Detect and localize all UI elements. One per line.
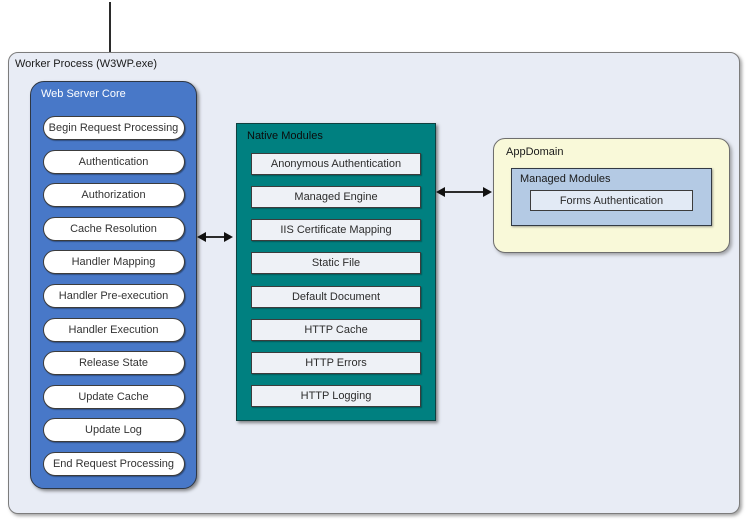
- appdomain-label: AppDomain: [506, 146, 564, 158]
- pipeline-stage: Handler Execution: [42, 317, 185, 342]
- appdomain-box: AppDomain Managed Modules Forms Authenti…: [493, 138, 730, 253]
- arrow-line: [109, 2, 111, 71]
- arrow-left-head-icon: [197, 232, 206, 242]
- pipeline-stage: Cache Resolution: [42, 216, 185, 241]
- native-module-item: Anonymous Authentication: [251, 153, 421, 175]
- pipeline-stage: Authorization: [42, 183, 185, 208]
- pipeline-stage: Update Cache: [42, 384, 185, 409]
- pipeline-stage: Update Log: [42, 418, 185, 443]
- worker-process-box: Worker Process (W3WP.exe) Web Server Cor…: [8, 52, 740, 514]
- pipeline-stage: Handler Mapping: [42, 250, 185, 275]
- web-server-core-label: Web Server Core: [41, 88, 126, 100]
- arrow-line: [445, 191, 483, 193]
- managed-modules-label: Managed Modules: [520, 173, 611, 185]
- managed-modules-box: Managed Modules Forms Authentication: [511, 168, 712, 226]
- arrow-right-head-icon: [224, 232, 233, 242]
- native-module-item: HTTP Logging: [251, 384, 421, 407]
- native-module-item: Default Document: [251, 285, 421, 308]
- core-native-arrow: [197, 231, 233, 243]
- arrow-left-head-icon: [436, 187, 445, 197]
- pipeline-stage: Handler Pre-execution: [42, 283, 185, 308]
- native-module-item: HTTP Cache: [251, 318, 421, 341]
- arrow-line: [206, 236, 224, 238]
- engine-appdomain-arrow: [436, 186, 492, 198]
- native-module-item: HTTP Errors: [251, 351, 421, 374]
- pipeline-stage: Authentication: [42, 149, 185, 174]
- arrow-right-head-icon: [483, 187, 492, 197]
- pipeline-stage: Begin Request Processing: [42, 116, 185, 140]
- web-server-core-box: Web Server Core Begin Request Processing…: [30, 81, 197, 489]
- native-module-item: Static File: [251, 252, 421, 275]
- native-module-item: Managed Engine: [251, 186, 421, 209]
- pipeline-stage: Release State: [42, 351, 185, 376]
- pipeline-stage: End Request Processing: [42, 451, 185, 476]
- native-modules-box: Native Modules Anonymous Authentication …: [236, 123, 436, 421]
- worker-process-label: Worker Process (W3WP.exe): [15, 58, 158, 70]
- web-server-core-items: Begin Request Processing Authentication …: [31, 116, 196, 476]
- native-modules-label: Native Modules: [247, 130, 323, 142]
- managed-module-item: Forms Authentication: [530, 190, 693, 211]
- native-module-item: IIS Certificate Mapping: [251, 219, 421, 242]
- native-modules-items: Anonymous Authentication Managed Engine …: [237, 153, 435, 407]
